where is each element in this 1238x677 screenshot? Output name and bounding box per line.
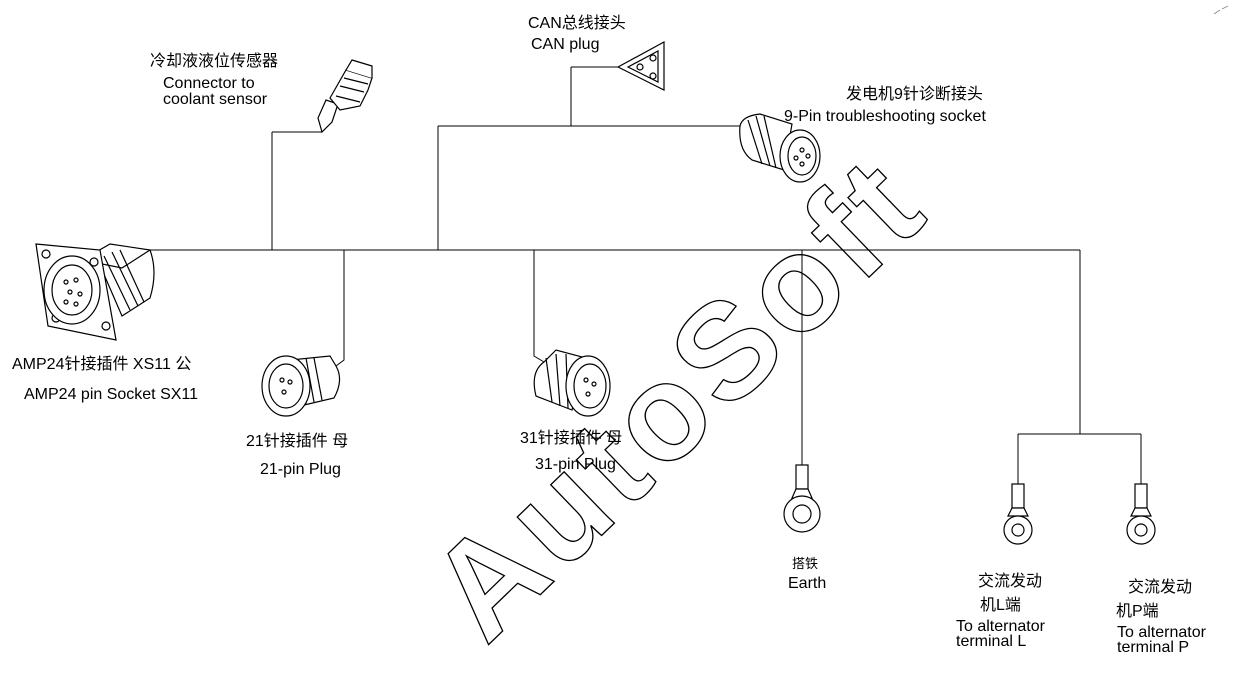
amp24-label-cn: AMP24针接插件 XS11 公 xyxy=(12,356,192,373)
pin31-label-cn: 31针接插件 母 xyxy=(520,430,623,447)
diag-socket-label-en: 9-Pin troubleshooting socket xyxy=(784,108,986,125)
can-plug-icon xyxy=(616,40,665,91)
pin21-label-cn: 21针接插件 母 xyxy=(246,433,349,450)
alt-l-label-cn-1: 交流发动 xyxy=(978,573,1043,590)
alt-p-label-en-1: To alternator xyxy=(1117,624,1206,641)
alt-l-label-en-1: To alternator xyxy=(956,618,1045,635)
alt-p-label-cn-2: 机P端 xyxy=(1116,603,1159,620)
alt-p-label-en-2: terminal P xyxy=(1117,639,1190,656)
can-plug-label-en: CAN plug xyxy=(531,36,600,53)
alt-l-label-en-2: terminal L xyxy=(956,633,1027,650)
pin21-branch-wire xyxy=(335,250,345,367)
corner-mark-icon xyxy=(1213,5,1229,15)
pin31-label-en: 31-pin Plug xyxy=(535,456,616,473)
pin31-branch-wire xyxy=(533,250,545,363)
diag-socket-icon xyxy=(739,113,821,183)
coolant-sensor-label-cn: 冷却液液位传感器 xyxy=(150,53,279,70)
pin21-label-en: 21-pin Plug xyxy=(260,461,341,478)
coolant-sensor-label-en-2: coolant sensor xyxy=(163,91,268,108)
alt-l-terminal-icon xyxy=(1003,483,1033,545)
pin21-plug-icon xyxy=(261,355,341,417)
earth-label-en: Earth xyxy=(788,575,827,592)
diag-socket-label-cn: 发电机9针诊断接头 xyxy=(846,86,983,103)
can-plug-label-cn: CAN总线接头 xyxy=(528,15,626,32)
alt-p-label-cn-1: 交流发动 xyxy=(1128,579,1193,596)
alt-p-terminal-icon xyxy=(1126,483,1156,545)
amp24-label-en: AMP24 pin Socket SX11 xyxy=(24,386,199,403)
earth-label-cn: 搭铁 xyxy=(792,556,819,571)
alt-l-label-cn-2: 机L端 xyxy=(980,597,1021,614)
amp24-socket-icon xyxy=(35,243,155,341)
coolant-sensor-connector-icon xyxy=(317,59,373,134)
coolant-sensor-label-en-1: Connector to xyxy=(163,75,255,92)
pin31-plug-icon xyxy=(533,349,611,417)
earth-terminal-icon xyxy=(783,464,821,533)
